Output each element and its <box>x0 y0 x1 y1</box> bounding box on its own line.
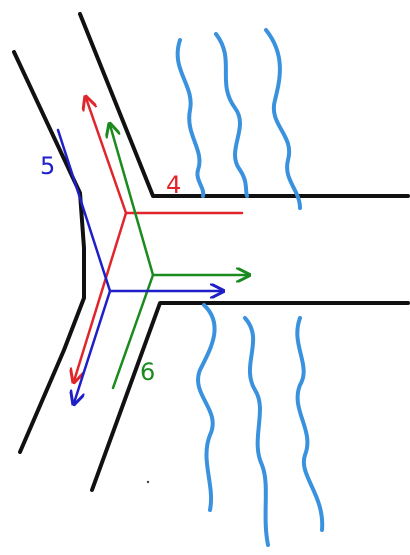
upper-wave-3 <box>264 28 302 210</box>
blue-vector-down <box>74 289 112 403</box>
red-vector-down <box>74 211 128 381</box>
blue-vector-upper <box>56 128 112 293</box>
label-red: 4 <box>166 171 181 199</box>
left-wall <box>12 50 86 454</box>
green-vector-up <box>110 125 155 277</box>
speck <box>146 480 150 484</box>
lower-wave-3 <box>295 316 325 532</box>
upper-wave-2 <box>214 32 249 198</box>
label-green: 6 <box>140 358 155 386</box>
green-vector-down <box>111 273 155 390</box>
label-blue: 5 <box>40 152 55 180</box>
blue-vectors <box>56 128 222 403</box>
lower-wall <box>90 301 410 492</box>
channel-walls <box>12 12 410 492</box>
red-vector-up <box>86 98 128 215</box>
upper-wave-lines <box>175 28 302 210</box>
lower-wave-1 <box>196 303 217 512</box>
lower-wave-2 <box>243 316 270 547</box>
upper-wall <box>78 12 410 198</box>
lower-wave-lines <box>196 303 325 547</box>
green-vectors <box>110 125 248 390</box>
red-vectors <box>74 98 244 381</box>
upper-wave-1 <box>175 38 206 198</box>
